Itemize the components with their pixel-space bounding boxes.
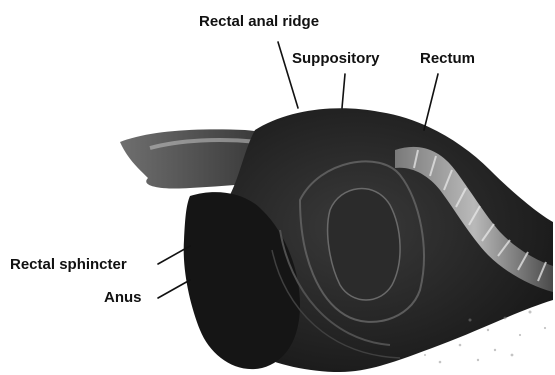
leader-anus	[158, 280, 190, 298]
leader-rectum	[424, 74, 438, 130]
label-rectal-anal-ridge: Rectal anal ridge	[199, 13, 319, 30]
leader-suppository	[342, 74, 345, 108]
label-rectal-sphincter: Rectal sphincter	[10, 256, 127, 273]
suppository-shape	[328, 189, 400, 300]
label-rectum: Rectum	[420, 50, 475, 67]
label-anus: Anus	[104, 289, 142, 306]
label-suppository: Suppository	[292, 50, 380, 67]
